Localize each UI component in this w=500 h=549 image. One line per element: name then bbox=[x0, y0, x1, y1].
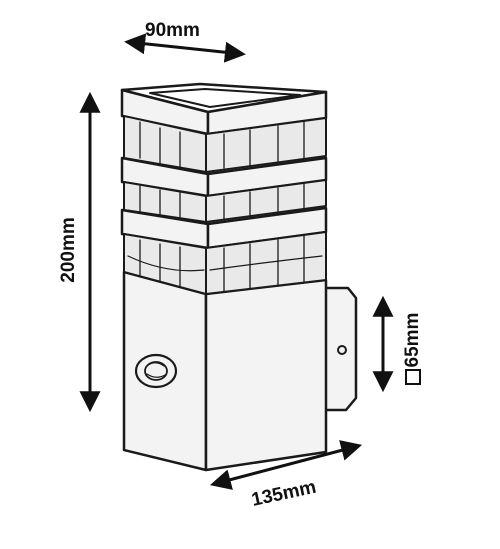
glass-panel-side bbox=[205, 179, 327, 223]
square-symbol-icon bbox=[405, 369, 421, 385]
base-side-face bbox=[204, 278, 328, 472]
dimension-top-width: 90mm bbox=[124, 20, 246, 63]
lamp-body bbox=[120, 82, 358, 472]
base-depth-label: 65mm bbox=[402, 313, 423, 368]
top-cap-inner-opening bbox=[149, 88, 301, 108]
dimension-height: 200mm bbox=[58, 91, 101, 413]
motion-sensor-icon bbox=[134, 353, 178, 389]
screw-icon bbox=[337, 345, 347, 355]
height-label: 200mm bbox=[58, 217, 79, 283]
width-label: 90mm bbox=[145, 20, 200, 41]
arrow-double-icon bbox=[209, 440, 363, 490]
glass-panel-side bbox=[205, 117, 327, 173]
dimension-base: 65mm bbox=[372, 295, 423, 393]
arrow-double-icon bbox=[124, 33, 246, 63]
depth-label: 135mm bbox=[250, 477, 318, 511]
